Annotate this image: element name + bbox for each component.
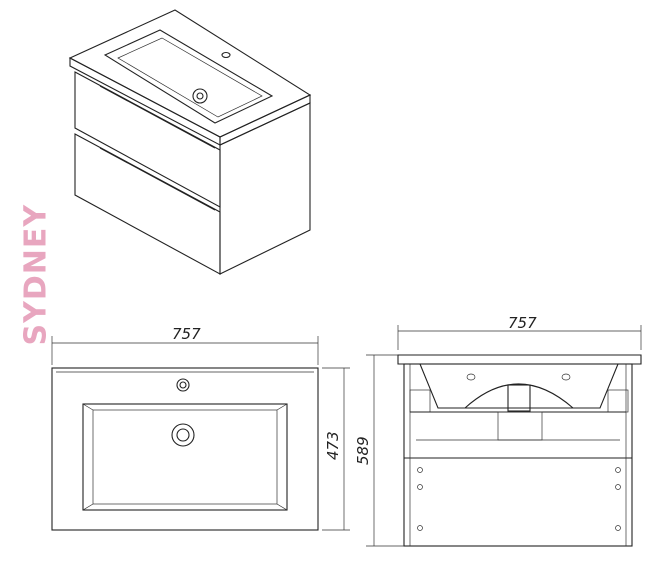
isometric-view [68,9,312,275]
top-depth-dimension: 473 [324,431,342,460]
front-width-dimension: 757 [508,314,537,332]
front-view: 757 589 [354,314,642,547]
front-height-dimension: 589 [354,436,372,465]
top-view: 757 473 [51,325,350,531]
top-width-dimension: 757 [172,325,201,343]
